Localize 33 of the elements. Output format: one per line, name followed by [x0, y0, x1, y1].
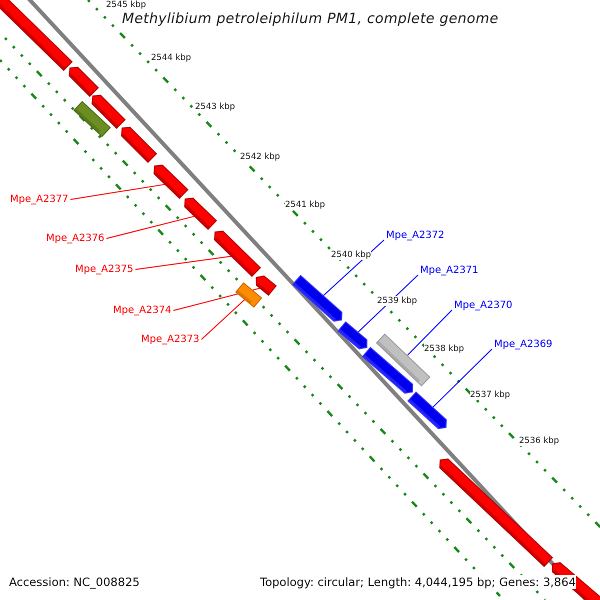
- gene-label: Mpe_A2376: [46, 233, 104, 244]
- gene-label: Mpe_A2374: [113, 305, 172, 316]
- gene-segment: [150, 162, 188, 198]
- gene-segment: [362, 347, 416, 397]
- scale-label: 2545 kbp: [106, 0, 146, 10]
- gene-label: Mpe_A2375: [75, 264, 134, 275]
- gene-label: Mpe_A2373: [141, 334, 200, 345]
- genome-info: Accession: NC_008825: [9, 575, 140, 589]
- gene-label: Mpe_A2377: [10, 194, 68, 205]
- leader-line: [200, 298, 246, 340]
- scale-label: 2539 kbp: [377, 296, 418, 306]
- leader-line: [322, 240, 384, 296]
- gene-label: Mpe_A2371: [420, 265, 478, 276]
- gene-label: Mpe_A2369: [494, 339, 552, 350]
- genome-info: Topology: circular; Length: 4,044,195 bp; Genes: 3,864: [260, 575, 576, 589]
- scale-label: 2544 kbp: [151, 53, 192, 63]
- leader-line: [106, 216, 195, 239]
- scale-label: 2542 kbp: [240, 152, 280, 162]
- leader-line: [70, 184, 166, 200]
- scale-label: 2541 kbp: [285, 200, 326, 210]
- scale-label: 2540 kbp: [331, 250, 372, 260]
- scale-label: 2543 kbp: [195, 102, 236, 112]
- gene-segment: [74, 102, 110, 136]
- scale-label: 2538 kbp: [424, 344, 464, 354]
- scale-label: 2536 kbp: [519, 436, 560, 446]
- gene-segment: [236, 282, 262, 307]
- gene-label: Mpe_A2370: [454, 300, 512, 311]
- leader-line: [432, 348, 492, 408]
- gene-label: Mpe_A2372: [386, 230, 444, 241]
- genome-title: Methylibium petroleiphilum PM1, complete genome: [122, 11, 499, 27]
- leader-line: [407, 310, 452, 356]
- scale-label: 2537 kbp: [470, 390, 510, 400]
- leader-line: [134, 256, 232, 270]
